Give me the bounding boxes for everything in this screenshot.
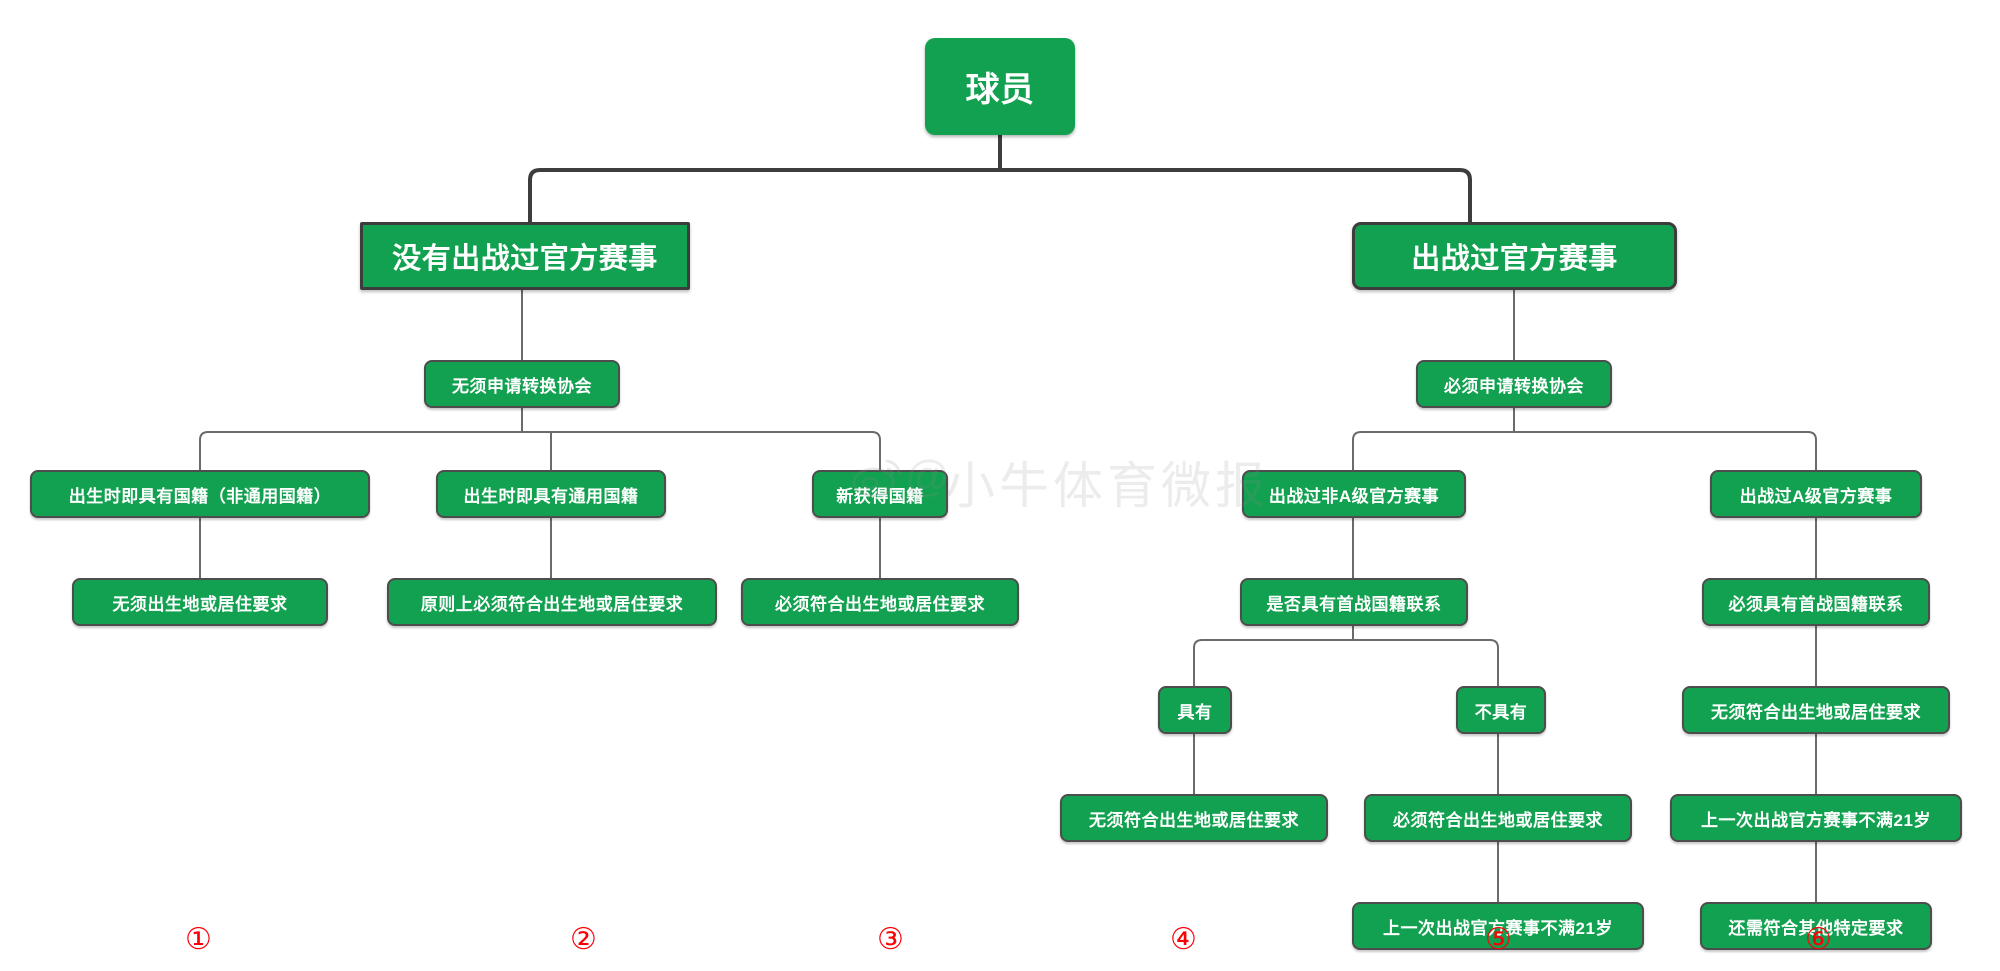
node-newly-acquired-nationality[interactable]: 新获得国籍 [812, 470, 948, 518]
node-label: 出战过官方赛事 [1411, 243, 1618, 275]
node-other-specific-requirements[interactable]: 还需符合其他特定要求 [1700, 902, 1932, 950]
node-branch-no-official-match[interactable]: 没有出战过官方赛事 [360, 222, 690, 290]
node-label: 具有 [1177, 702, 1213, 722]
node-label: 出生时即具有国籍（非通用国籍） [68, 486, 332, 506]
node-branch-played-official-match[interactable]: 出战过官方赛事 [1352, 222, 1677, 290]
node-no-birthplace-residency-requirement[interactable]: 无须出生地或居住要求 [72, 578, 328, 626]
node-has-link-yes[interactable]: 具有 [1158, 686, 1232, 734]
node-must-meet-birthplace-residency-left[interactable]: 必须符合出生地或居住要求 [741, 578, 1019, 626]
node-last-official-match-under-21-a-level[interactable]: 上一次出战官方赛事不满21岁 [1670, 794, 1962, 842]
node-no-birthplace-residency-required-a-level[interactable]: 无须符合出生地或居住要求 [1682, 686, 1950, 734]
annotation-number-5: ⑤ [1485, 922, 1512, 957]
node-must-have-first-match-nationality-link[interactable]: 必须具有首战国籍联系 [1702, 578, 1930, 626]
node-label: 必须符合出生地或居住要求 [1393, 810, 1603, 830]
node-label: 无须符合出生地或居住要求 [1711, 702, 1921, 722]
node-label: 是否具有首战国籍联系 [1266, 594, 1442, 614]
node-no-switch-application-required[interactable]: 无须申请转换协会 [424, 360, 620, 408]
node-shared-nationality-at-birth[interactable]: 出生时即具有通用国籍 [436, 470, 666, 518]
node-label: 没有出战过官方赛事 [392, 243, 658, 275]
node-in-principle-must-meet-birthplace-residency[interactable]: 原则上必须符合出生地或居住要求 [387, 578, 717, 626]
node-last-official-match-under-21-no-branch[interactable]: 上一次出战官方赛事不满21岁 [1352, 902, 1644, 950]
node-label: 新获得国籍 [836, 486, 924, 506]
node-must-meet-birthplace-residency-no-branch[interactable]: 必须符合出生地或居住要求 [1364, 794, 1632, 842]
node-label: 还需符合其他特定要求 [1728, 918, 1904, 938]
node-label: 不具有 [1474, 702, 1528, 722]
weibo-logo-icon [852, 459, 901, 498]
node-nationality-at-birth-non-shared[interactable]: 出生时即具有国籍（非通用国籍） [30, 470, 370, 518]
watermark-text: 小牛体育微报 [945, 458, 1269, 514]
annotation-number-4: ④ [1170, 922, 1197, 957]
node-has-first-match-nationality-link-question[interactable]: 是否具有首战国籍联系 [1240, 578, 1468, 626]
node-label: 必须符合出生地或居住要求 [775, 594, 985, 614]
node-label: 无须申请转换协会 [452, 376, 592, 396]
node-no-birthplace-residency-required-yes-branch[interactable]: 无须符合出生地或居住要求 [1060, 794, 1328, 842]
annotation-number-6: ⑥ [1805, 922, 1832, 957]
node-label: 无须出生地或居住要求 [112, 594, 288, 614]
node-root-player[interactable]: 球员 [925, 38, 1075, 135]
node-label: 必须申请转换协会 [1444, 376, 1584, 396]
node-label: 必须具有首战国籍联系 [1728, 594, 1904, 614]
node-label: 原则上必须符合出生地或居住要求 [420, 594, 684, 614]
node-has-link-no[interactable]: 不具有 [1456, 686, 1546, 734]
watermark-handle: @ [905, 452, 954, 501]
node-label: 出战过非A级官方赛事 [1268, 486, 1440, 506]
node-switch-application-required[interactable]: 必须申请转换协会 [1416, 360, 1612, 408]
annotation-number-2: ② [570, 922, 597, 957]
node-label: 上一次出战官方赛事不满21岁 [1383, 918, 1613, 938]
node-label: 球员 [965, 71, 1035, 109]
node-label: 无须符合出生地或居住要求 [1089, 810, 1299, 830]
node-label: 出战过A级官方赛事 [1739, 486, 1893, 506]
node-label: 出生时即具有通用国籍 [463, 486, 639, 506]
annotation-number-3: ③ [877, 922, 904, 957]
annotation-number-1: ① [185, 922, 212, 957]
node-label: 上一次出战官方赛事不满21岁 [1701, 810, 1931, 830]
node-played-a-level-match[interactable]: 出战过A级官方赛事 [1710, 470, 1922, 518]
node-played-non-a-level-match[interactable]: 出战过非A级官方赛事 [1242, 470, 1466, 518]
